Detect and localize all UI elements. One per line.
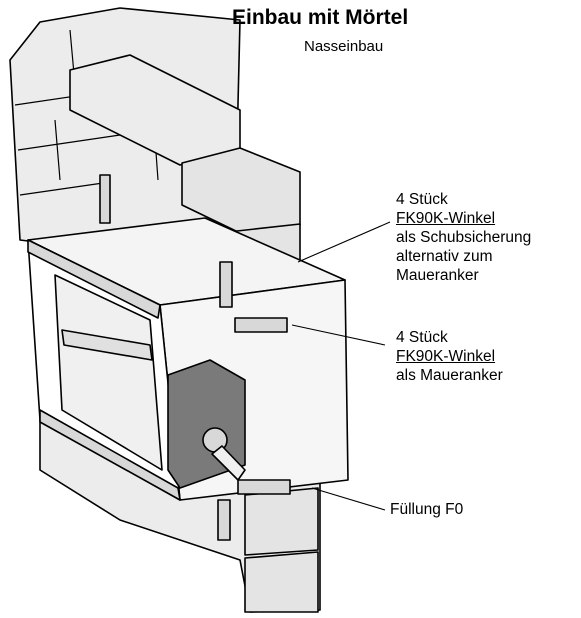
drawing-subtitle: Nasseinbau (304, 38, 384, 55)
annotation-shear-bracket: 4 Stück FK90K-Winkel als Schubsicherung … (396, 190, 531, 285)
annotation-part: FK90K-Winkel (396, 210, 496, 227)
annotation-part: FK90K-Winkel (396, 348, 496, 365)
damper-blade (61, 329, 153, 361)
drawing-title: Einbau mit Mörtel (232, 6, 409, 29)
leader-line-2 (291, 324, 386, 346)
frame-flange-bottom (39, 409, 181, 501)
annotation-filling: Füllung F0 (390, 500, 463, 519)
annotation-wall-anchor: 4 Stück FK90K-Winkel als Maueranker (396, 328, 503, 385)
leader-line-1 (297, 221, 391, 263)
annotation-line: alternativ zum (396, 248, 493, 265)
bracket-upper-left (99, 174, 111, 224)
annotation-line: Maueranker (396, 267, 479, 284)
annotation-count: 4 Stück (396, 191, 448, 208)
brick-bottom-a (244, 487, 319, 556)
annotation-count: 4 Stück (396, 329, 448, 346)
annotation-line: als Schubsicherung (396, 229, 532, 246)
frame-flange-top (27, 239, 161, 319)
damper-opening (54, 274, 163, 471)
annotation-label: Füllung F0 (390, 501, 464, 518)
bracket-anchor-top (234, 317, 288, 333)
annotation-line: als Maueranker (396, 367, 503, 384)
leader-line-3 (311, 487, 386, 511)
brick-bottom-b (244, 551, 319, 613)
bracket-anchor-bottom (237, 479, 291, 495)
bracket-upper-right (219, 261, 233, 308)
bracket-bottom-left (217, 499, 231, 541)
